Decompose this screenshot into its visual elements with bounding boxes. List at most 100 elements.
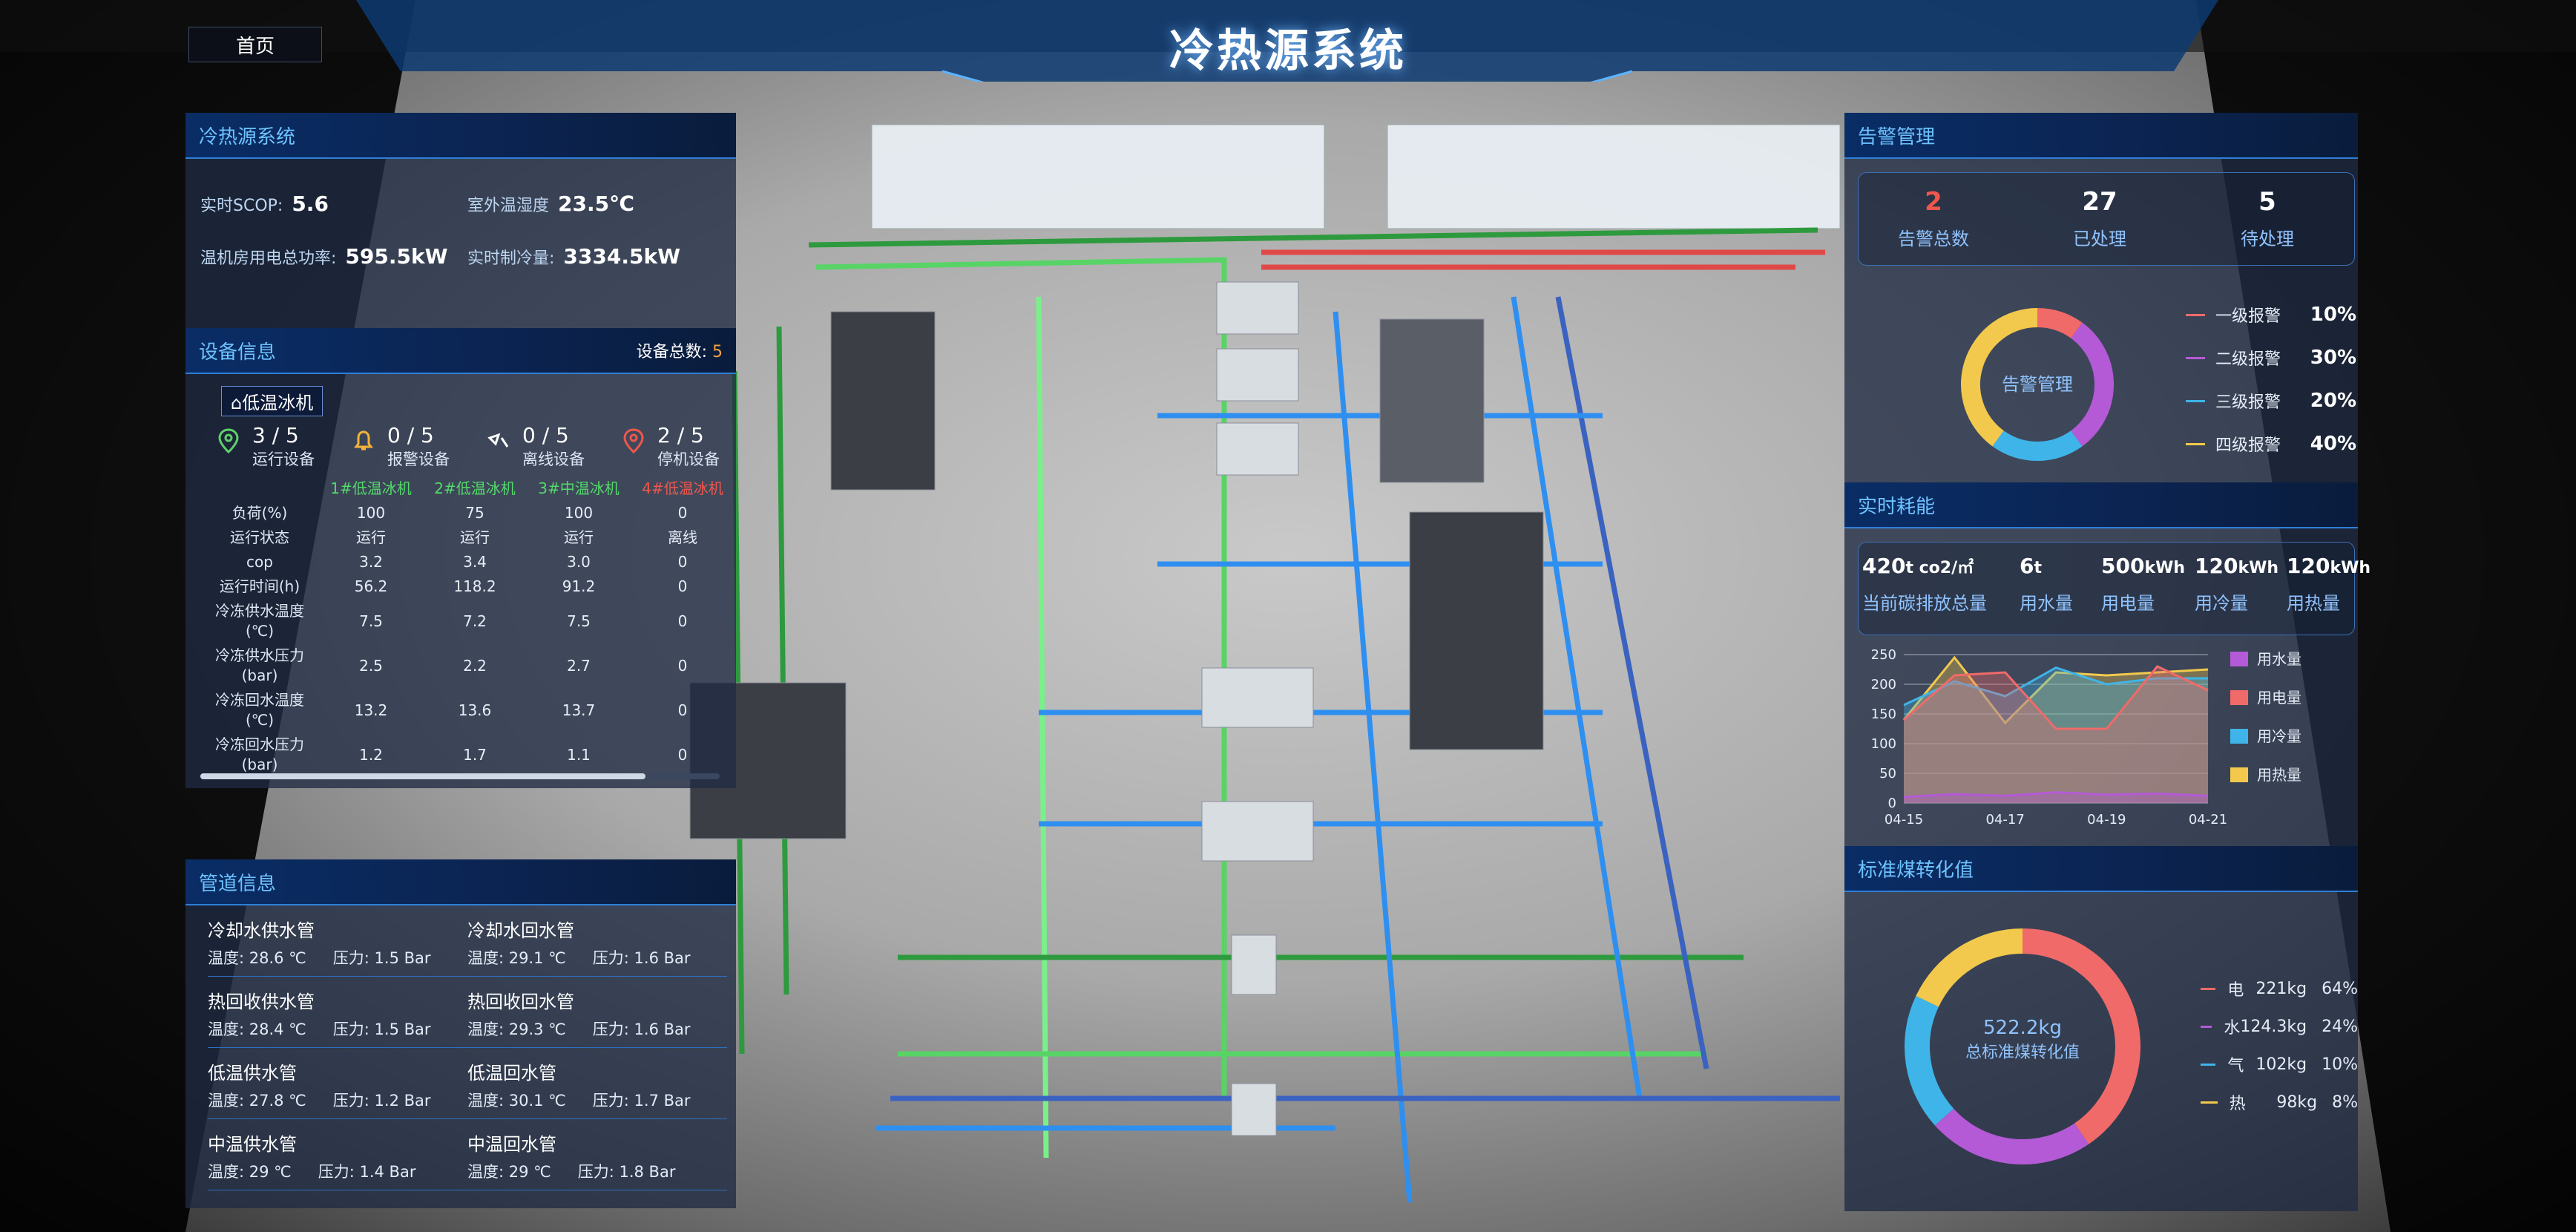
legend-value: 30% <box>2310 347 2356 369</box>
series-line-0[interactable] <box>1903 791 2209 799</box>
tab-low-temp-chiller[interactable]: ⌂低温冰机 <box>221 386 323 416</box>
pipe-pressure: 压力: 1.7 Bar <box>592 1092 691 1110</box>
metric-value: 595.5kW <box>345 244 448 269</box>
energy-label: 用冷量 <box>2195 593 2248 614</box>
legend-value: 40% <box>2310 433 2356 455</box>
coal-slice-1[interactable] <box>1934 1108 2089 1164</box>
energy-label: 用水量 <box>2020 593 2073 614</box>
energy-item[interactable]: 120kWh 用冷量 <box>2195 554 2278 615</box>
top-header: 首页 冷热源系统 <box>0 0 2576 82</box>
legend-swatch <box>2186 356 2205 359</box>
alarm-slice-1[interactable] <box>2070 322 2114 447</box>
stat-label: 停机设备 <box>657 450 720 468</box>
energy-value: 120kWh <box>2195 554 2278 578</box>
table-cell: 100 <box>356 504 386 522</box>
pipe-pressure: 压力: 1.4 Bar <box>318 1163 416 1181</box>
column-header[interactable]: 4#低温冰机 <box>642 479 723 497</box>
column-header[interactable]: 3#中温冰机 <box>538 479 620 497</box>
table-cell: 1.1 <box>567 745 591 764</box>
alarm-slice-2[interactable] <box>1992 430 2083 461</box>
coal-legend-pct: 10% <box>2322 1055 2358 1074</box>
coal-slice-3[interactable] <box>1916 928 2023 1007</box>
series-line-2[interactable] <box>1903 666 2208 707</box>
coal-legend-label: 热 <box>2229 1095 2246 1113</box>
coal-legend-value: 221kg <box>2255 979 2307 998</box>
legend-label[interactable]: 用冷量 <box>2257 727 2301 745</box>
column-header[interactable]: 2#低温冰机 <box>434 479 516 497</box>
panel-title: 设备信息 <box>199 341 277 364</box>
scrollbar-thumb[interactable] <box>200 773 645 779</box>
series-area-2 <box>1904 667 2208 803</box>
alarm-slice-0[interactable] <box>2037 308 2083 338</box>
legend-item[interactable]: 四级报警 40% <box>2186 432 2356 456</box>
panel-title: 冷热源系统 <box>199 125 296 148</box>
table-cell: 91.2 <box>562 577 596 595</box>
x-tick-label: 04-19 <box>2087 812 2126 828</box>
table-cell: 3.0 <box>567 553 591 571</box>
energy-value: 120kWh <box>2287 554 2370 578</box>
legend-label: 四级报警 <box>2215 436 2281 455</box>
series-line-1[interactable] <box>1903 665 2209 730</box>
energy-unit: t <box>2034 559 2043 577</box>
panel-header: 实时耗能 <box>1844 482 2358 528</box>
home-button[interactable]: 首页 <box>188 27 322 62</box>
series-line-3[interactable] <box>1902 655 2209 725</box>
stat-value: 3 / 5 <box>252 423 299 448</box>
device-total: 设备总数: 5 <box>637 338 723 362</box>
horizontal-scrollbar[interactable] <box>200 773 720 779</box>
legend-label[interactable]: 用电量 <box>2257 689 2301 707</box>
coal-legend-value: 124.3kg <box>2240 1017 2307 1036</box>
coal-center-value: 522.2kg <box>1983 1017 2062 1039</box>
row-label: 运行状态 <box>230 528 289 546</box>
table-cell: 运行 <box>564 528 594 546</box>
legend-label[interactable]: 用水量 <box>2257 650 2301 668</box>
column-header[interactable]: 1#低温冰机 <box>330 479 412 497</box>
pipe-name: 热回收回水管 <box>467 992 574 1012</box>
coal-slice-2[interactable] <box>1905 996 1954 1126</box>
pipe-name: 低温回水管 <box>467 1063 556 1084</box>
row-label: 冷冻回水压力 (bar) <box>215 735 304 773</box>
series-area-3 <box>1904 658 2208 803</box>
donut-center-label: 告警管理 <box>2002 374 2073 395</box>
pipe-pressure: 压力: 1.8 Bar <box>577 1163 676 1181</box>
legend-label[interactable]: 用热量 <box>2257 766 2301 784</box>
metric-cooling: 实时制冷量:3334.5kW <box>467 244 735 269</box>
table-cell: 75 <box>465 504 484 522</box>
alarm-slice-3[interactable] <box>1961 308 2038 447</box>
coal-slice-0[interactable] <box>2022 928 2140 1144</box>
row-label: 冷冻供水温度 (℃) <box>215 602 304 640</box>
